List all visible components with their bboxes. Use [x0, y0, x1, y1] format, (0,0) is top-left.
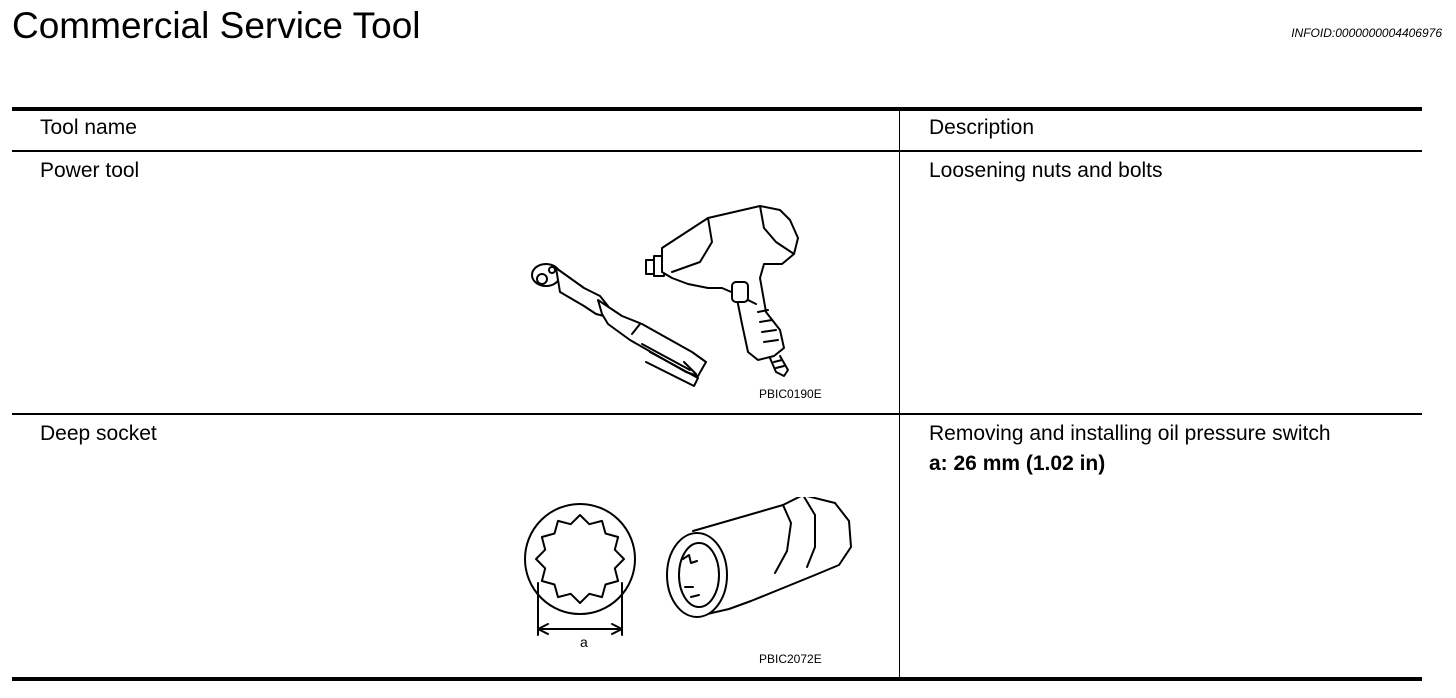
- row-1-figure-code: PBIC0190E: [759, 387, 822, 401]
- column-divider: [899, 111, 900, 677]
- row-2-tool-name: Deep socket: [40, 422, 157, 445]
- row-2-figure-code: PBIC2072E: [759, 652, 822, 666]
- row-1-tool-name: Power tool: [40, 159, 140, 182]
- header-tool-name: Tool name: [40, 116, 137, 139]
- row-2-figure-label: a: [580, 634, 588, 650]
- row-divider: [12, 413, 1422, 415]
- socket-end-view-icon: [524, 503, 636, 636]
- power-tool-illustration-icon: [531, 205, 799, 387]
- page-title: Commercial Service Tool: [12, 5, 421, 46]
- table-top-rule: [12, 107, 1422, 111]
- row-1-description: Loosening nuts and bolts: [929, 159, 1163, 182]
- service-tool-table: Tool name Description Power tool Looseni…: [12, 107, 1422, 681]
- header-divider: [12, 150, 1422, 152]
- table-bottom-rule: [12, 677, 1422, 681]
- row-2-description: Removing and installing oil pressure swi…: [929, 422, 1331, 445]
- row-2-description-detail: a: 26 mm (1.02 in): [929, 452, 1106, 475]
- info-id: INFOID:0000000004406976: [1291, 26, 1442, 40]
- deep-socket-illustration-icon: [524, 497, 852, 636]
- air-ratchet-icon: [531, 263, 707, 387]
- impact-wrench-icon: [645, 205, 799, 377]
- header-description: Description: [929, 116, 1035, 139]
- socket-side-view-icon: [666, 497, 852, 618]
